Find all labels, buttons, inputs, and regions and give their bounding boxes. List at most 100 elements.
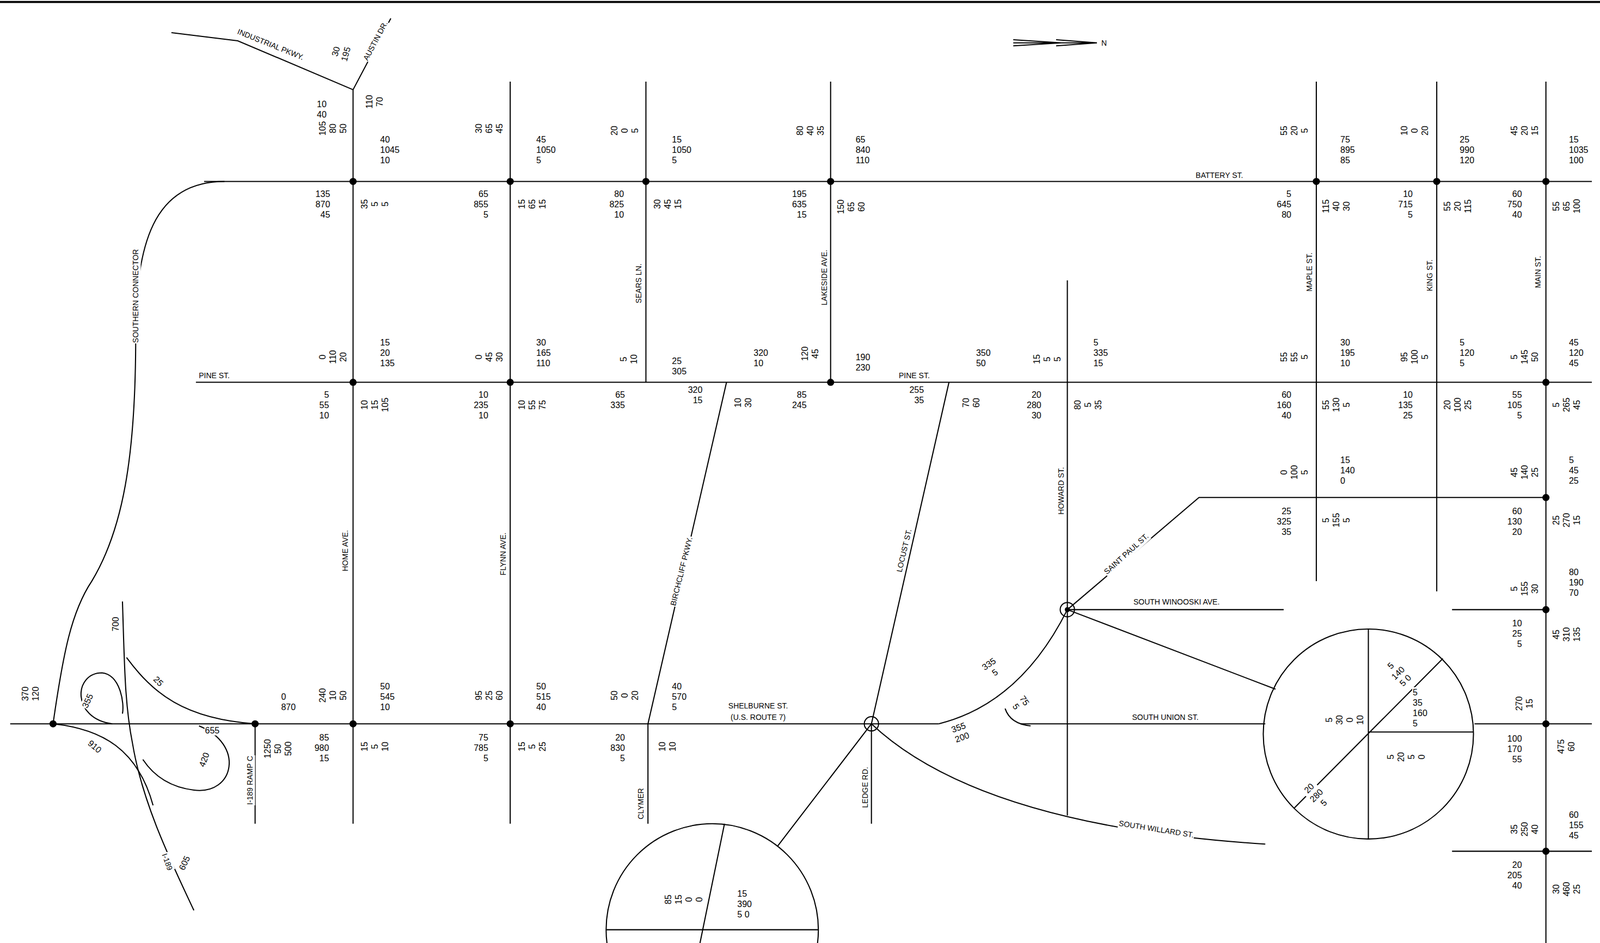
volume-count: 10 715 5 [1397,188,1414,220]
volume-count: 150 65 60 [835,199,867,216]
volume-count: 5 35 160 5 [1412,687,1428,729]
volume-count: 10 30 [732,397,754,409]
volume-count: 60 160 40 [1276,389,1292,421]
street-name: SOUTHERN CONNECTOR [130,248,142,343]
volume-count: 40 570 5 [671,681,688,713]
volume-count: 655 [204,725,221,737]
street-name: SAINT PAUL ST. [1101,530,1152,578]
volume-count: 10 55 75 [516,399,548,411]
volume-count: 10 135 25 [1397,389,1414,421]
street-name: HOME AVE. [339,529,351,573]
volume-count: 320 10 [752,347,769,369]
intersection-dots [49,178,1550,856]
street-name: BATTERY ST. [1194,170,1244,181]
volume-count: 5 55 10 [319,389,330,421]
volume-count: 10 235 10 [473,389,489,421]
volume-count: 95 25 60 [473,690,505,702]
volume-count: 75 895 85 [1339,134,1356,166]
volume-count: 190 230 [855,352,872,373]
volume-count: 105 80 50 [317,120,349,137]
volume-count: 605 [176,854,193,873]
volume-count: 240 10 50 [317,688,349,704]
volume-count: 55 130 5 [1320,397,1352,414]
street-name: I-189 RAMP C [244,755,256,806]
street-name: PINE ST. [198,370,231,381]
volume-count: 25 270 15 [1551,512,1583,529]
volume-count: 110 70 [364,94,385,110]
street-name: CLYMER [635,787,647,820]
volume-count: 25 305 [671,356,688,377]
street-name: I-189 [159,851,176,873]
volume-count: 10 0 20 [1398,125,1430,137]
volume-count: 35 5 5 [358,198,390,210]
street-name: HOWARD ST. [1056,466,1067,516]
volume-count: 30 65 45 [473,123,505,134]
volume-count: 75 5 [1008,693,1032,715]
volume-count: 80 190 70 [1568,567,1585,599]
volume-count: 700 [109,616,121,633]
street-name: LAKESIDE AVE. [819,249,830,306]
volume-count: 85 980 15 [314,732,330,764]
street-name: BIRCHCLIFF PKWY. [667,535,696,608]
volume-count: 55 65 100 [1551,198,1583,214]
volume-count: 15 390 5 0 [736,889,753,921]
volume-count: 30 165 110 [535,337,552,369]
volume-count: 195 635 15 [791,188,808,220]
volume-count: 20 100 25 [1441,397,1473,414]
volume-count: 5 45 25 [1568,455,1580,487]
street-name: N [1100,37,1108,48]
volume-count: 1250 50 500 [261,738,293,760]
volume-count: 85 245 [791,389,808,411]
volume-count: 15 5 10 [358,741,390,753]
volume-count: 5 30 0 10 [1323,714,1366,726]
volume-count: 25 [150,673,166,689]
volume-count: 10 40 [316,99,328,120]
volume-count: 50 0 20 [609,690,641,702]
volume-count: 10 25 5 [1511,618,1523,650]
street-name: SEARS LN. [633,262,645,304]
volume-count: 80 40 35 [794,125,826,137]
volume-count: 60 155 45 [1568,810,1585,842]
volume-count: 0 100 5 [1278,464,1310,481]
volume-count: 20 830 5 [609,732,626,764]
volume-count: 55 55 5 [1278,351,1310,363]
volume-count: 60 750 40 [1506,188,1523,220]
volume-count: 50 515 40 [535,681,552,713]
street-name: SHELBURNE ST. [727,701,789,712]
volume-count: 370 120 [20,685,41,702]
volume-count: 55 20 115 [1441,198,1473,214]
volume-count: 60 130 20 [1506,506,1523,538]
volume-count: 45 140 25 [1509,464,1541,481]
volume-count: 135 870 45 [315,188,331,220]
volume-count: 5 265 45 [1551,397,1583,414]
volume-count: 120 45 [799,346,821,363]
street-name: INDUSTRIAL PKWY. [235,26,306,64]
volume-count: 30 460 25 [1551,881,1583,898]
volume-count: 25 325 35 [1276,506,1292,538]
street-name: LOCUST ST. [893,528,915,575]
volume-count: 65 335 [609,389,626,411]
volume-count: 45 1050 5 [535,134,557,166]
volume-count: 5 155 5 [1320,512,1352,529]
volume-count: 5 155 30 [1509,580,1541,597]
volume-count: 10 10 [657,741,678,753]
street-name: SOUTH UNION ST. [1131,712,1199,723]
volume-count: 55 20 5 [1278,125,1310,137]
street-name: MAIN ST. [1532,255,1543,290]
street-name: LEDGE RD. [860,766,871,809]
volume-count: 15 5 25 [516,741,548,753]
street-name: KING ST. [1424,259,1435,292]
volume-count: 5 120 5 [1458,337,1475,369]
volume-count: 55 105 5 [1506,389,1523,421]
volume-count: 335 5 [979,655,1004,682]
volume-count: 45 20 15 [1509,125,1541,137]
volume-count: 45 310 135 [1551,627,1583,643]
volume-count: 5 145 50 [1509,349,1541,366]
volume-count: 30 45 15 [651,198,683,210]
volume-count: 35 250 40 [1509,822,1541,838]
volume-count: 350 50 [975,347,992,369]
volume-count: 15 65 15 [516,198,548,210]
street-name: MAPLE ST. [1303,252,1315,293]
